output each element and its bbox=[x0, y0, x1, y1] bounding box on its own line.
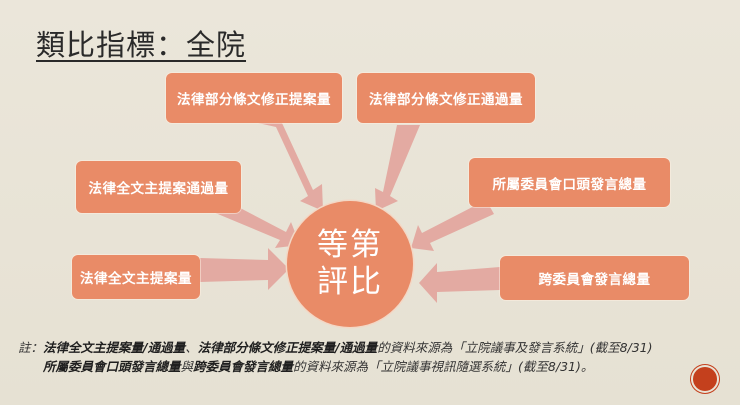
footnote-line2: 所屬委員會口頭發言總量與跨委員會發言總量的資料來源為「立院議事視訊隨選系統」(截… bbox=[18, 357, 653, 376]
box-full-text-passed: 法律全文主提案通過量 bbox=[76, 161, 241, 213]
footnote: 註：法律全文主提案量/通過量、法律部分條文修正提案量/通過量的資料來源為「立院議… bbox=[18, 338, 653, 376]
slide-title: 類比指標：全院 bbox=[36, 28, 247, 62]
box-full-text-proposals: 法律全文主提案量 bbox=[72, 255, 200, 299]
note-sep: 、 bbox=[185, 340, 198, 355]
arrow-bottom-right bbox=[419, 263, 500, 303]
center-line2: 評比 bbox=[317, 264, 383, 300]
note-rest-2: 的資料來源為「立院議事視訊隨選系統」(截至8/31)。 bbox=[293, 359, 594, 374]
box-cross-committee-speeches: 跨委員會發言總量 bbox=[500, 256, 689, 300]
seal-icon bbox=[693, 367, 717, 391]
note-bold-2: 法律部分條文修正提案量/通過量 bbox=[197, 340, 378, 355]
note-prefix: 註： bbox=[18, 340, 44, 355]
arrow-top-left bbox=[258, 123, 323, 211]
box-partial-amendment-proposals: 法律部分條文修正提案量 bbox=[166, 73, 342, 123]
center-line1: 等第 bbox=[317, 226, 383, 263]
note-bold-4: 跨委員會發言總量 bbox=[193, 359, 294, 374]
arrow-mid-right bbox=[411, 200, 494, 251]
box-partial-amendment-passed: 法律部分條文修正通過量 bbox=[357, 73, 535, 123]
note-rest-1: 的資料來源為「立院議事及發言系統」(截至8/31) bbox=[377, 340, 653, 355]
footnote-line1: 註：法律全文主提案量/通過量、法律部分條文修正提案量/通過量的資料來源為「立院議… bbox=[18, 338, 653, 357]
arrow-top-right bbox=[375, 125, 420, 211]
note-mid: 與 bbox=[180, 359, 194, 374]
arrow-bottom-left bbox=[200, 248, 289, 290]
center-grading-circle: 等第 評比 bbox=[287, 201, 413, 327]
note-bold-3: 所屬委員會口頭發言總量 bbox=[43, 359, 181, 374]
box-committee-speeches: 所屬委員會口頭發言總量 bbox=[469, 158, 670, 207]
note-bold-1: 法律全文主提案量/通過量 bbox=[43, 340, 186, 355]
